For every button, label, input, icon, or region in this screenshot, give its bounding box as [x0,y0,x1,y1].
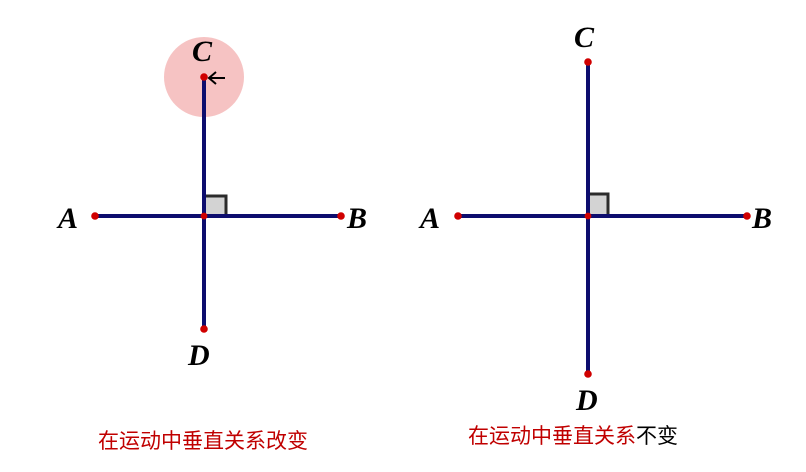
point-c[interactable] [584,58,592,66]
label-d: D [187,339,210,372]
label-a: A [418,202,440,235]
point-b[interactable] [337,212,345,220]
right-angle-mark [202,194,228,218]
right-caption-black: 不变 [636,424,678,448]
left-figure: A B C D 在运动中垂直关系改变 [56,35,367,453]
label-b: B [751,202,772,235]
label-b: B [346,202,367,235]
right-angle-mark [586,192,610,218]
point-intersection [584,212,592,220]
point-intersection [200,212,208,220]
point-d[interactable] [584,370,592,378]
right-caption: 在运动中垂直关系不变 [468,424,678,448]
right-figure: A B C D 在运动中垂直关系不变 [418,21,772,448]
point-a[interactable] [454,212,462,220]
label-d: D [575,384,598,417]
point-c[interactable] [200,73,208,81]
arrow-cursor-icon [207,71,225,85]
point-a[interactable] [91,212,99,220]
label-a: A [56,202,78,235]
label-c: C [192,35,213,68]
point-b[interactable] [743,212,751,220]
point-d[interactable] [200,325,208,333]
left-caption: 在运动中垂直关系改变 [98,429,308,453]
label-c: C [574,21,595,54]
right-caption-red: 在运动中垂直关系 [468,424,636,448]
